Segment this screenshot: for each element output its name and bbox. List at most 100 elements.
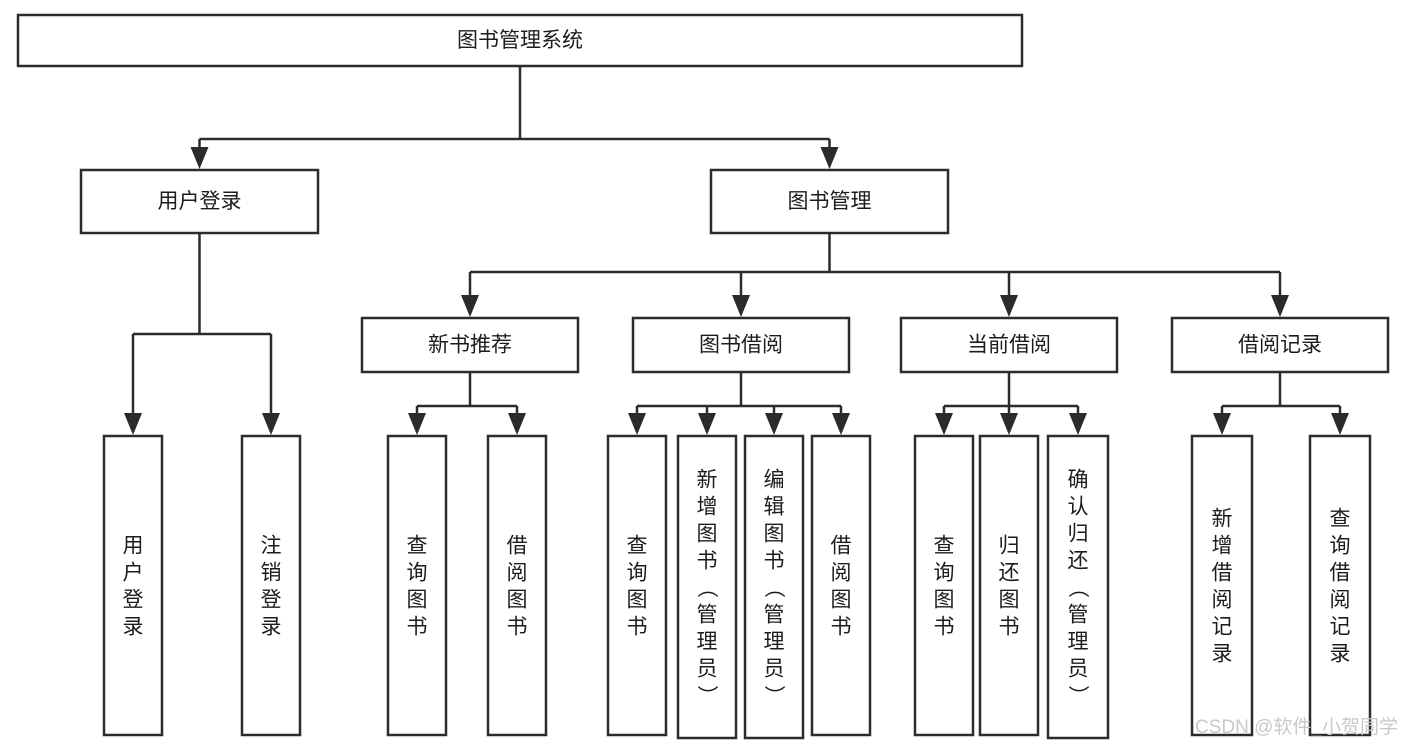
svg-text:新: 新 xyxy=(697,469,718,492)
node-label-leaf-user-login: 用户登录 xyxy=(123,535,144,639)
arrow-head-to-borrow-record xyxy=(1271,295,1289,317)
svg-text:管: 管 xyxy=(1068,604,1089,627)
svg-text:查: 查 xyxy=(407,535,428,558)
node-box-user-login xyxy=(79,168,320,235)
svg-text:阅: 阅 xyxy=(507,562,528,585)
svg-text:书: 书 xyxy=(999,616,1020,639)
node-book-borrow[interactable]: 图书借阅 xyxy=(631,316,851,374)
svg-text:）: ） xyxy=(762,685,785,706)
svg-text:）: ） xyxy=(1066,685,1089,706)
arrow-head-to-leaf-query-books-current xyxy=(935,413,953,435)
svg-text:注: 注 xyxy=(261,535,282,558)
svg-text:书: 书 xyxy=(831,616,852,639)
svg-text:（: （ xyxy=(695,577,718,598)
node-box-root xyxy=(16,13,1024,68)
svg-text:认: 认 xyxy=(1068,496,1089,519)
arrow-head-to-leaf-confirm-return-admin xyxy=(1069,413,1087,435)
svg-text:记: 记 xyxy=(1212,616,1233,639)
svg-text:询: 询 xyxy=(1330,535,1351,558)
svg-text:录: 录 xyxy=(1330,643,1351,666)
svg-text:询: 询 xyxy=(407,562,428,585)
node-leaf-user-login[interactable]: 用户登录 xyxy=(102,434,164,737)
svg-text:还: 还 xyxy=(1068,550,1089,573)
svg-text:员: 员 xyxy=(697,658,718,681)
arrow-head-to-book-management xyxy=(820,147,839,169)
svg-text:用: 用 xyxy=(123,535,144,558)
svg-text:录: 录 xyxy=(123,616,144,639)
node-box-leaf-borrow-books xyxy=(810,434,872,737)
svg-text:图: 图 xyxy=(764,523,785,546)
node-book-management[interactable]: 图书管理 xyxy=(709,168,950,235)
node-box-current-borrow xyxy=(899,316,1119,374)
arrow-head-to-leaf-edit-book-admin xyxy=(765,413,783,435)
csdn-watermark: CSDN @软件_小贺同学 xyxy=(1195,716,1398,738)
svg-text:归: 归 xyxy=(1068,523,1089,546)
svg-text:（: （ xyxy=(1066,577,1089,598)
arrow-head-to-leaf-borrow-books-recommend xyxy=(508,413,526,435)
svg-text:录: 录 xyxy=(1212,643,1233,666)
node-box-leaf-user-logout xyxy=(240,434,302,737)
arrow-head-to-leaf-borrow-books xyxy=(832,413,850,435)
svg-text:）: ） xyxy=(695,685,718,706)
svg-text:理: 理 xyxy=(1068,631,1089,654)
svg-text:确: 确 xyxy=(1068,469,1089,492)
node-box-leaf-add-book-admin xyxy=(676,434,738,740)
svg-text:图: 图 xyxy=(697,523,718,546)
svg-text:编: 编 xyxy=(764,469,785,492)
node-current-borrow[interactable]: 当前借阅 xyxy=(899,316,1119,374)
node-user-login[interactable]: 用户登录 xyxy=(79,168,320,235)
svg-text:借: 借 xyxy=(1330,562,1351,585)
svg-text:图: 图 xyxy=(999,589,1020,612)
svg-text:新: 新 xyxy=(1212,508,1233,531)
svg-text:查: 查 xyxy=(1330,508,1351,531)
node-box-leaf-add-borrow-record xyxy=(1190,434,1254,737)
node-root[interactable]: 图书管理系统 xyxy=(16,13,1024,68)
arrow-head-to-leaf-add-book-admin xyxy=(698,413,716,435)
svg-text:员: 员 xyxy=(764,658,785,681)
svg-text:书: 书 xyxy=(934,616,955,639)
svg-text:图: 图 xyxy=(627,589,648,612)
arrow-head-to-leaf-return-books xyxy=(1000,413,1018,435)
arrow-head-to-leaf-user-login xyxy=(124,413,142,435)
svg-text:理: 理 xyxy=(697,631,718,654)
svg-text:图: 图 xyxy=(407,589,428,612)
node-box-new-book-recommend xyxy=(360,316,580,374)
connectors-layer xyxy=(124,66,1349,435)
svg-text:书: 书 xyxy=(627,616,648,639)
node-borrow-record[interactable]: 借阅记录 xyxy=(1170,316,1390,374)
svg-text:辑: 辑 xyxy=(764,496,785,519)
svg-text:图: 图 xyxy=(831,589,852,612)
svg-text:书: 书 xyxy=(764,550,785,573)
svg-text:询: 询 xyxy=(627,562,648,585)
svg-text:书: 书 xyxy=(407,616,428,639)
node-label-borrow-record: 借阅记录 xyxy=(1238,334,1322,357)
node-new-book-recommend[interactable]: 新书推荐 xyxy=(360,316,580,374)
arrow-head-to-leaf-query-borrow-record xyxy=(1331,413,1349,435)
arrow-head-to-user-login xyxy=(190,147,209,169)
node-box-leaf-return-books xyxy=(978,434,1040,737)
svg-text:还: 还 xyxy=(999,562,1020,585)
svg-text:增: 增 xyxy=(697,496,718,519)
svg-text:录: 录 xyxy=(261,616,282,639)
svg-text:员: 员 xyxy=(1068,658,1089,681)
